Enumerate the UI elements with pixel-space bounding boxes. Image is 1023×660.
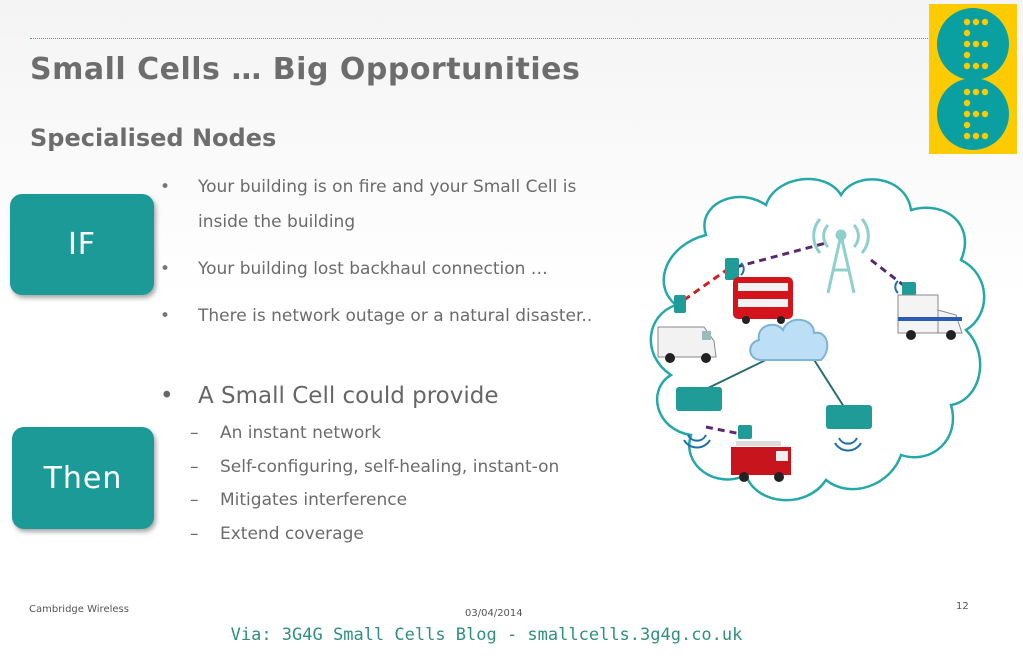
- sub-item-text: Extend coverage: [220, 524, 364, 544]
- footer-organisation: Cambridge Wireless: [29, 604, 129, 615]
- footer-page-number: 12: [956, 601, 969, 612]
- bullet-text: There is network outage or a natural dis…: [198, 306, 593, 326]
- small-cell-node: [902, 282, 916, 296]
- small-cell-node: [738, 425, 752, 439]
- logo-e-top-icon: [963, 18, 989, 70]
- ee-logo: [929, 4, 1017, 154]
- network-diagram: [649, 177, 986, 502]
- slide-subtitle: Specialised Nodes: [30, 124, 277, 152]
- logo-e-bottom-icon: [963, 88, 989, 140]
- slide-title: Small Cells … Big Opportunities: [30, 52, 581, 87]
- cell-tower-icon: [812, 218, 870, 294]
- bullet-mark: •: [160, 177, 171, 197]
- sub-item-text: Self-configuring, self-healing, instant-…: [220, 457, 560, 477]
- dash-mark: –: [190, 423, 199, 443]
- then-label: Then: [43, 460, 123, 496]
- dash-mark: –: [190, 490, 199, 510]
- ambulance-icon: [897, 294, 963, 340]
- if-box: IF: [10, 194, 154, 295]
- bullet-text: Your building lost backhaul connection …: [198, 259, 548, 279]
- bullet-mark: •: [160, 306, 171, 326]
- small-cell-node: [676, 387, 722, 411]
- small-cell-node: [725, 258, 739, 280]
- fire-engine-icon: [731, 441, 791, 482]
- small-cell-node: [674, 295, 686, 313]
- dash-mark: –: [190, 457, 199, 477]
- link-line: [735, 241, 827, 269]
- sub-item-text: Mitigates interference: [220, 490, 408, 510]
- logo-circle-top: [937, 8, 1009, 80]
- link-line: [810, 354, 847, 411]
- bullet-mark: •: [160, 259, 171, 279]
- then-lead-text: A Small Cell could provide: [198, 383, 499, 409]
- small-cell-node: [826, 405, 872, 429]
- double-decker-bus-icon: [733, 277, 793, 324]
- bullet-mark: •: [160, 383, 174, 409]
- core-cloud-icon: [749, 318, 829, 361]
- then-lead-bullet: • A Small Cell could provide: [160, 380, 499, 412]
- then-box: Then: [12, 427, 154, 529]
- link-line: [683, 267, 729, 302]
- link-line: [705, 425, 747, 437]
- footer-date: 03/04/2014: [465, 608, 523, 619]
- van-icon: [657, 326, 717, 363]
- logo-circle-bottom: [937, 78, 1009, 150]
- if-label: IF: [67, 227, 97, 262]
- dash-mark: –: [190, 524, 199, 544]
- header-divider: [30, 38, 928, 39]
- bullet-text: Your building is on fire and your Small …: [198, 177, 577, 232]
- signal-icon: [683, 262, 899, 452]
- sub-item-text: An instant network: [220, 423, 382, 443]
- via-credit: Via: 3G4G Small Cells Blog - smallcells.…: [230, 625, 743, 645]
